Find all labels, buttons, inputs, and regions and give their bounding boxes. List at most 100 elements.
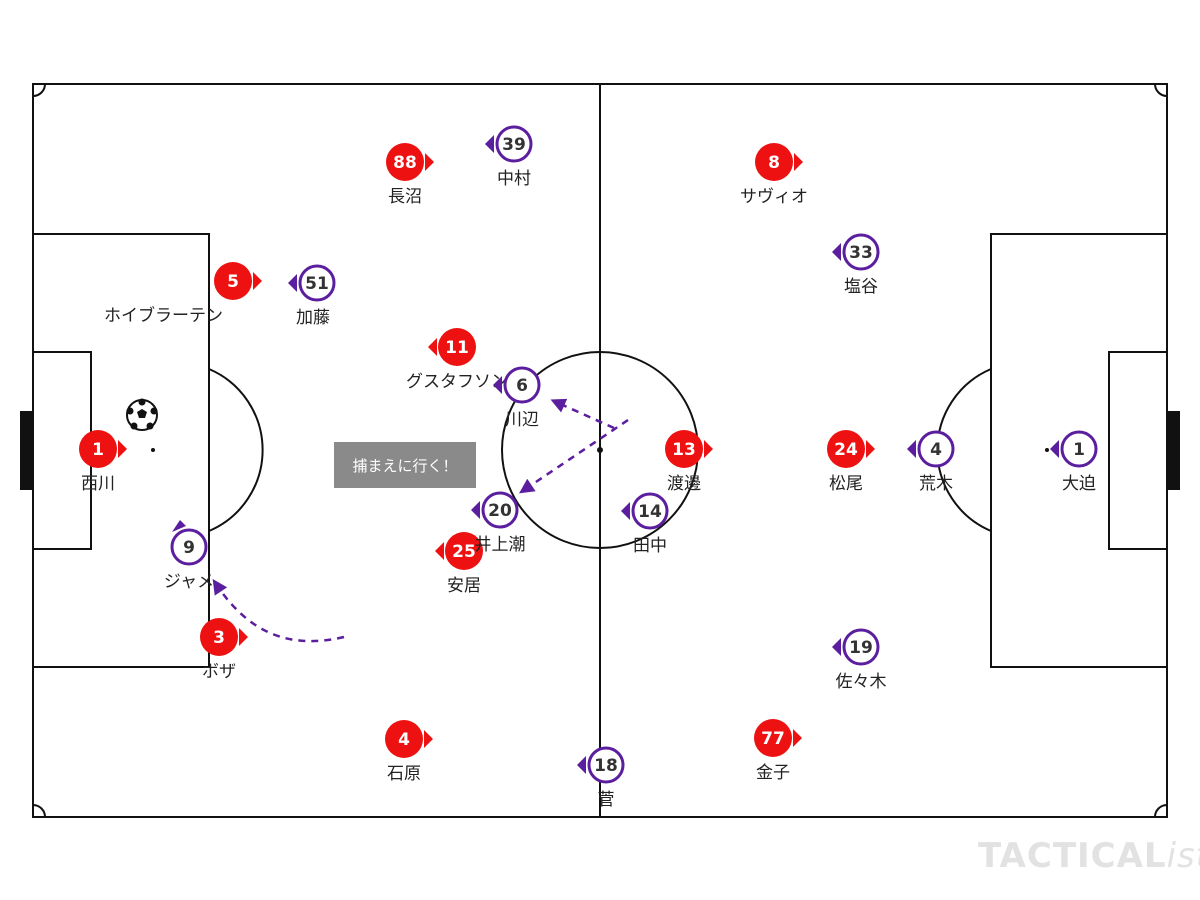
facing-arrow-icon — [471, 501, 480, 519]
left-goal — [20, 411, 33, 490]
left-penalty-arc — [208, 368, 264, 532]
player-number: 25 — [452, 542, 476, 562]
press-arrow-curve — [212, 579, 345, 643]
press-arrow-upper — [550, 398, 615, 430]
player-marker — [587, 746, 625, 784]
player-name: 渡邊 — [667, 474, 701, 494]
movement-arrows — [212, 398, 629, 643]
home-player-token[interactable]: 4石原 — [385, 720, 433, 784]
player-marker — [298, 264, 336, 302]
brand-accent: ista — [1166, 836, 1200, 876]
facing-arrow-icon — [793, 729, 802, 747]
away-player-token[interactable]: 1 大迫 — [1050, 430, 1098, 494]
player-marker — [827, 430, 865, 468]
corner-arc-br — [1154, 804, 1168, 818]
press-arrow-lower — [519, 418, 629, 494]
home-player-token[interactable]: 3ボザ — [200, 618, 248, 682]
home-player-token[interactable]: 13 渡邊 — [665, 430, 713, 494]
player-marker — [1060, 430, 1098, 468]
player-name: 井上潮 — [475, 535, 526, 555]
callout-label: 捕まえに行く！ — [334, 442, 476, 488]
player-number: 13 — [672, 440, 696, 460]
right-goal-area — [1108, 351, 1168, 550]
center-spot — [597, 447, 603, 453]
player-marker — [386, 143, 424, 181]
player-name: 加藤 — [296, 308, 330, 328]
player-name: ボザ — [202, 662, 236, 682]
away-player-token[interactable]: 20 井上潮 — [471, 491, 526, 555]
player-name: 松尾 — [829, 474, 863, 494]
facing-arrow-icon — [577, 756, 586, 774]
player-name: 中村 — [497, 169, 531, 189]
brand-main: TACTICAL — [978, 836, 1167, 876]
player-marker — [665, 430, 703, 468]
facing-arrow-icon — [485, 135, 494, 153]
player-name: グスタフソン — [406, 372, 508, 392]
player-marker — [481, 491, 519, 529]
player-number: 4 — [398, 730, 410, 750]
away-player-token[interactable]: 51 加藤 — [288, 264, 336, 328]
facing-arrow-icon — [794, 153, 803, 171]
player-number: 20 — [488, 501, 512, 521]
player-number: 33 — [849, 243, 873, 263]
away-player-token[interactable]: 9 ジャメ — [164, 520, 214, 592]
player-number: 51 — [305, 274, 329, 294]
facing-arrow-icon — [621, 502, 630, 520]
player-name: 長沼 — [388, 187, 422, 207]
player-name: ホイブラーテン — [104, 305, 223, 326]
right-goal — [1167, 411, 1180, 490]
player-marker — [445, 532, 483, 570]
facing-arrow-icon — [288, 274, 297, 292]
player-marker — [842, 233, 880, 271]
player-number: 39 — [502, 135, 526, 155]
corner-arc-tl — [32, 83, 46, 97]
player-marker — [917, 430, 955, 468]
facing-arrow-icon — [424, 730, 433, 748]
player-number: 1 — [92, 440, 104, 460]
player-marker — [438, 328, 476, 366]
away-player-token[interactable]: 6川辺 — [493, 366, 541, 430]
player-marker — [754, 719, 792, 757]
facing-arrow-icon — [435, 542, 444, 560]
player-number: 9 — [183, 538, 195, 558]
player-number: 77 — [761, 729, 785, 749]
brand-watermark: TACTICALista — [978, 836, 1200, 876]
facing-arrow-icon — [832, 243, 841, 261]
facing-arrow-icon — [493, 376, 502, 394]
facing-arrow-icon — [1050, 440, 1059, 458]
facing-arrow-icon — [239, 628, 248, 646]
facing-arrow-icon — [832, 638, 841, 656]
player-marker — [170, 528, 208, 566]
away-player-token[interactable]: 39 中村 — [485, 125, 533, 189]
player-name: 菅 — [598, 790, 615, 810]
away-team: 1大迫4荒木33塩谷19佐々木14田中39中村51加藤6川辺20井上潮9ジャメ1… — [164, 125, 1098, 810]
player-marker — [755, 143, 793, 181]
player-number: 5 — [227, 272, 239, 292]
away-player-token[interactable]: 18 菅 — [577, 746, 625, 810]
player-name: 大迫 — [1062, 474, 1096, 494]
player-number: 18 — [594, 756, 618, 776]
player-name: ジャメ — [164, 572, 214, 592]
facing-arrow-icon — [172, 520, 186, 532]
corner-arc-tr — [1154, 83, 1168, 97]
facing-arrow-icon — [425, 153, 434, 171]
player-name: 川辺 — [505, 410, 539, 430]
player-name: 荒木 — [919, 474, 953, 494]
player-name: サヴィオ — [740, 187, 808, 207]
away-player-token[interactable]: 4荒木 — [907, 430, 955, 494]
right-penalty-spot — [1045, 448, 1049, 452]
facing-arrow-icon — [907, 440, 916, 458]
player-number: 1 — [1073, 440, 1085, 460]
home-player-token[interactable]: 1西川 — [79, 430, 127, 494]
